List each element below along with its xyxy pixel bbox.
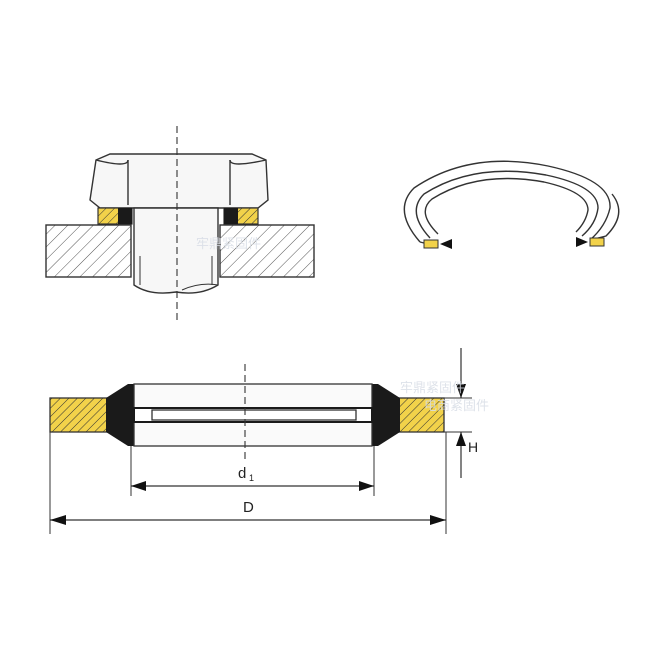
watermark: 牢鼎紧固件 牢鼎紧固件 电商紧固件 — [196, 237, 489, 414]
D-dimension: D — [50, 499, 446, 525]
seal-ring-perspective — [403, 160, 620, 249]
H-label: H — [468, 439, 478, 455]
H-dimension: H — [456, 348, 478, 478]
plate-right — [219, 224, 315, 278]
svg-text:电商紧固件: 电商紧固件 — [424, 399, 489, 414]
ring-section-left — [423, 239, 439, 249]
svg-text:牢鼎紧固件: 牢鼎紧固件 — [196, 237, 261, 252]
bolt-shank — [133, 207, 219, 294]
metal-ring-right — [397, 397, 445, 433]
bolt-head — [89, 153, 269, 209]
d1-dimension: d 1 — [131, 465, 374, 491]
ring-section-right — [589, 237, 605, 247]
d1-label: d — [238, 465, 246, 482]
seal-slot — [151, 409, 357, 421]
metal-ring-left — [49, 397, 109, 433]
seal-cross-section: d 1 D H — [49, 348, 478, 534]
bolt-assembly-section — [45, 126, 315, 322]
d1-subscript: 1 — [249, 473, 254, 483]
svg-text:牢鼎紧固件: 牢鼎紧固件 — [400, 381, 465, 396]
rubber-lip-left — [106, 384, 134, 446]
rubber-lip-right — [372, 384, 400, 446]
plate-left — [45, 224, 132, 278]
arrow-right-icon — [576, 237, 588, 247]
arrow-left-icon — [440, 239, 452, 249]
D-label: D — [243, 499, 254, 516]
